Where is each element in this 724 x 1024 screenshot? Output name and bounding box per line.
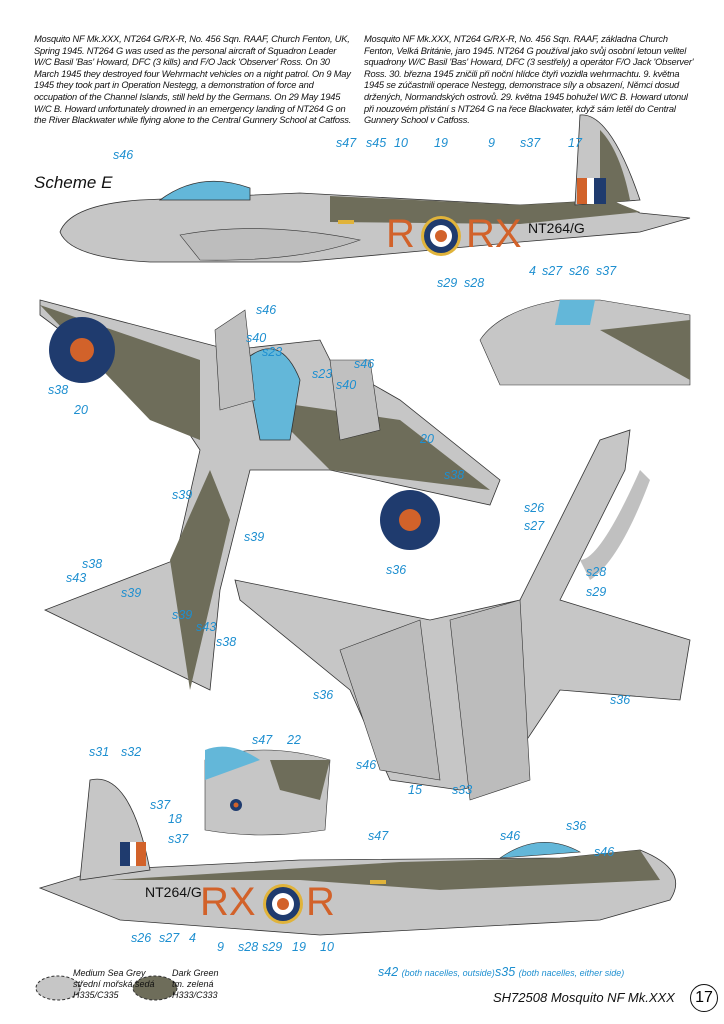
- callout: 10: [394, 136, 408, 150]
- callout: s40: [246, 331, 267, 345]
- callout: s26: [131, 931, 152, 945]
- note-text: (both nacelles, either side): [518, 968, 625, 978]
- side-view-bottom: [38, 778, 676, 936]
- code-letter-bottom: R: [306, 880, 335, 924]
- page-number: 17: [690, 984, 718, 1012]
- callout: 9: [217, 940, 224, 954]
- callout: s32: [121, 745, 142, 759]
- nose-detail-view: [204, 746, 331, 836]
- legend-medium-sea-grey: Medium Sea Grey střední mořská šedá H335…: [73, 968, 155, 1001]
- callout: s46: [354, 357, 375, 371]
- note-s42: s42 (both nacelles, outside): [378, 965, 495, 979]
- legend-name-cz: střední mořská šedá: [73, 979, 155, 989]
- callout: 15: [408, 783, 422, 797]
- nose-detail-side: [479, 299, 691, 386]
- callout: s36: [610, 693, 631, 707]
- callout: 4: [189, 931, 196, 945]
- callout: s27: [159, 931, 180, 945]
- callout: s43: [196, 620, 217, 634]
- swatch-dark-green: [132, 975, 178, 1001]
- code-letter: R: [386, 212, 415, 256]
- legend-dark-green: Dark Green tm. zelená H333/C333: [172, 968, 219, 1001]
- callout: s27: [542, 264, 563, 278]
- note-text: (both nacelles, outside): [401, 968, 495, 978]
- callout: 10: [320, 940, 334, 954]
- callout: s38: [444, 468, 465, 482]
- callout: s36: [386, 563, 407, 577]
- scheme-label: Scheme E: [34, 173, 113, 192]
- callout: s26: [569, 264, 590, 278]
- callout: 19: [434, 136, 448, 150]
- callout: s33: [452, 783, 473, 797]
- callout: 20: [420, 432, 434, 446]
- serial-number-bottom: NT264/G: [145, 884, 202, 900]
- callout: s29: [262, 940, 283, 954]
- callout: s38: [48, 383, 69, 397]
- callout: s39: [172, 608, 193, 622]
- callout: s36: [566, 819, 587, 833]
- description-czech: Mosquito NF Mk.XXX, NT264 G/RX-R, No. 45…: [364, 34, 694, 126]
- callout: s39: [172, 488, 193, 502]
- callout: s26: [524, 501, 545, 515]
- callout: s28: [238, 940, 259, 954]
- callout: s28: [464, 276, 485, 290]
- code-letters-bottom: RX: [200, 880, 256, 924]
- callout: s29: [586, 585, 607, 599]
- legend-name: Dark Green: [172, 968, 219, 978]
- callout: s46: [113, 148, 134, 162]
- legend-code: H335/C335: [73, 990, 119, 1000]
- legend-name-cz: tm. zelená: [172, 979, 214, 989]
- callout: s47: [336, 136, 357, 150]
- callout: s39: [121, 586, 142, 600]
- callout: s40: [336, 378, 357, 392]
- callout: s37: [596, 264, 617, 278]
- callout: 9: [488, 136, 495, 150]
- callout: s27: [524, 519, 545, 533]
- callout: s38: [216, 635, 237, 649]
- callout: 17: [568, 136, 582, 150]
- callout: s37: [168, 832, 189, 846]
- description-english: Mosquito NF Mk.XXX, NT264 G/RX-R, No. 45…: [34, 34, 352, 126]
- callout: s23: [312, 367, 333, 381]
- callout: s37: [520, 136, 541, 150]
- callout: 18: [168, 812, 182, 826]
- callout: s37: [150, 798, 171, 812]
- callout: s39: [244, 530, 265, 544]
- callout: s46: [594, 845, 615, 859]
- callout: 20: [74, 403, 88, 417]
- callout: 4: [529, 264, 536, 278]
- callout: s43: [66, 571, 87, 585]
- kit-title: SH72508 Mosquito NF Mk.XXX: [493, 990, 675, 1005]
- side-view-top: [59, 114, 691, 263]
- callout: s47: [368, 829, 389, 843]
- note-s35: s35 (both nacelles, either side): [495, 965, 624, 979]
- note-code: s42: [378, 965, 399, 979]
- callout: s46: [356, 758, 377, 772]
- callout: s46: [500, 829, 521, 843]
- swatch-medium-sea-grey: [35, 975, 81, 1001]
- serial-number: NT264/G: [528, 220, 585, 236]
- legend-code: H333/C333: [172, 990, 218, 1000]
- top-view: [39, 299, 501, 691]
- callout: s29: [437, 276, 458, 290]
- legend-name: Medium Sea Grey: [73, 968, 146, 978]
- callout: s28: [586, 565, 607, 579]
- callout: s45: [366, 136, 387, 150]
- callout: 19: [292, 940, 306, 954]
- callout: 22: [287, 733, 301, 747]
- callout: s31: [89, 745, 110, 759]
- code-letters: RX: [466, 212, 522, 256]
- callout: s38: [82, 557, 103, 571]
- callout: s36: [313, 688, 334, 702]
- callout: s23: [262, 345, 283, 359]
- callout: s46: [256, 303, 277, 317]
- note-code: s35: [495, 965, 516, 979]
- underside-view: [234, 429, 691, 801]
- callout: s47: [252, 733, 273, 747]
